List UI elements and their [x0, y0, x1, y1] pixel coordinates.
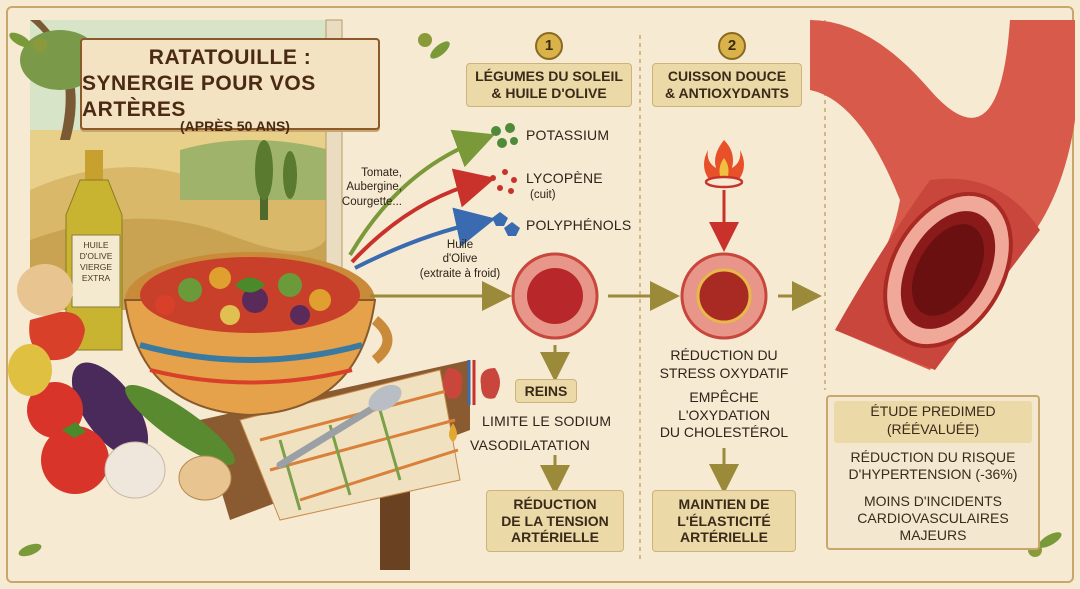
study-finding-line: MAJEURS [899, 526, 967, 543]
nutrient-lycopene: LYCOPÈNE [526, 170, 603, 186]
study-finding-line: MOINS D'INCIDENTS [863, 493, 1002, 509]
study-finding-line: D'HYPERTENSION (-36%) [848, 465, 1018, 482]
artery-illustration [810, 20, 1075, 370]
study-header-line: ÉTUDE PREDIMED [870, 403, 996, 419]
step-2-header: CUISSON DOUCE & ANTIOXYDANTS [652, 63, 802, 107]
vegetables-pile [8, 264, 235, 501]
study-finding-line: CARDIOVASCULAIRES [857, 509, 1009, 526]
title-banner: RATATOUILLE : SYNERGIE POUR VOS ARTÈRES [80, 38, 380, 130]
effect-sodium: LIMITE LE SODIUM [482, 413, 612, 429]
step-1-header-line: & HUILE D'OLIVE [491, 85, 607, 101]
drop-icon [449, 423, 457, 442]
step-2-result-line: MAINTIEN DE [678, 495, 770, 512]
step-1-result-line: DE LA TENSION [501, 512, 609, 529]
step-1-number: 1 [535, 32, 563, 60]
oil-label: Huile d'Olive (extraite à froid) [400, 238, 520, 281]
title-line-2: SYNERGIE POUR VOS ARTÈRES [82, 71, 316, 122]
step-1-result-line: RÉDUCTION [513, 495, 597, 512]
step-2-effect-line: L'OXYDATION [678, 406, 770, 423]
oil-label-line: d'Olive [442, 253, 478, 266]
effect-vasodilatation: VASODILATATION [470, 437, 591, 453]
step-1-header-line: LÉGUMES DU SOLEIL [475, 68, 623, 85]
step-2-effect-line: STRESS OXYDATIF [659, 364, 789, 381]
subtitle: (APRÈS 50 ANS) [180, 118, 290, 134]
bottle-label-line: EXTRA [81, 273, 111, 284]
step-2-effect-line: EMPÊCHE [689, 389, 759, 405]
step-2-number: 2 [718, 32, 746, 60]
step-2-effect-line: DU CHOLESTÉROL [659, 424, 789, 440]
bottle-label-line: D'OLIVE [79, 251, 113, 262]
vegetable-name: Courgette... [341, 195, 402, 208]
study-finding-hypertension: RÉDUCTION DU RISQUE D'HYPERTENSION (-36%… [828, 449, 1038, 483]
spoon [276, 384, 402, 469]
title-line-1: RATATOUILLE : [148, 45, 312, 69]
nutrient-polyphenols: POLYPHÉNOLS [526, 217, 632, 233]
vegetable-name: Aubergine, [346, 181, 402, 194]
study-finding-line: RÉDUCTION DU RISQUE [850, 449, 1016, 465]
study-finding-cardio: MOINS D'INCIDENTS CARDIOVASCULAIRES MAJE… [828, 493, 1038, 543]
oil-label-line: (extraite à froid) [419, 267, 501, 280]
potassium-icon [491, 123, 518, 148]
bottle-label-line: VIERGE [79, 262, 113, 273]
artery-section-1 [511, 252, 599, 340]
kidneys-label: REINS [515, 379, 577, 403]
lycopene-icon [490, 169, 517, 194]
step-1-result: RÉDUCTION DE LA TENSION ARTÉRIELLE [486, 490, 624, 552]
oil-bottle-label: HUILE D'OLIVE VIERGE EXTRA [72, 240, 120, 284]
ratatouille-pot [123, 252, 393, 417]
step-2-result: MAINTIEN DE L'ÉLASTICITÉ ARTÉRIELLE [652, 490, 796, 552]
study-header-line: (RÉÉVALUÉE) [886, 420, 980, 437]
step-2-effect-oxidative: RÉDUCTION DU STRESS OXYDATIF [654, 347, 794, 382]
page-border [6, 6, 1074, 583]
vegetables-label: Tomate, Aubergine, Courgette... [322, 166, 402, 209]
step-2-header-line: CUISSON DOUCE [667, 68, 787, 85]
step-2-header-line: & ANTIOXYDANTS [665, 85, 789, 101]
vegetable-name: Tomate, [361, 167, 402, 179]
bottle-label-line: HUILE [83, 240, 109, 250]
step-2-effect-line: RÉDUCTION DU [670, 347, 778, 363]
step-2-effect-cholesterol: EMPÊCHE L'OXYDATION DU CHOLESTÉROL [654, 389, 794, 442]
study-header: ÉTUDE PREDIMED (RÉÉVALUÉE) [834, 401, 1032, 443]
nutrient-potassium: POTASSIUM [526, 127, 610, 143]
step-2-result-line: ARTÉRIELLE [680, 529, 768, 546]
oil-label-line: Huile [446, 239, 474, 251]
step-2-result-line: L'ÉLASTICITÉ [677, 512, 771, 529]
flame-icon [704, 140, 744, 189]
step-1-header: LÉGUMES DU SOLEIL & HUILE D'OLIVE [466, 63, 632, 107]
polyphenols-icon [492, 212, 520, 236]
predimed-study-box: ÉTUDE PREDIMED (RÉÉVALUÉE) RÉDUCTION DU … [826, 395, 1040, 550]
kidneys-icon [443, 360, 500, 405]
artery-section-2 [680, 252, 768, 340]
step-1-result-line: ARTÉRIELLE [511, 529, 599, 546]
nutrient-lycopene-note: (cuit) [530, 189, 556, 201]
olive-oil-bottle [65, 150, 123, 351]
